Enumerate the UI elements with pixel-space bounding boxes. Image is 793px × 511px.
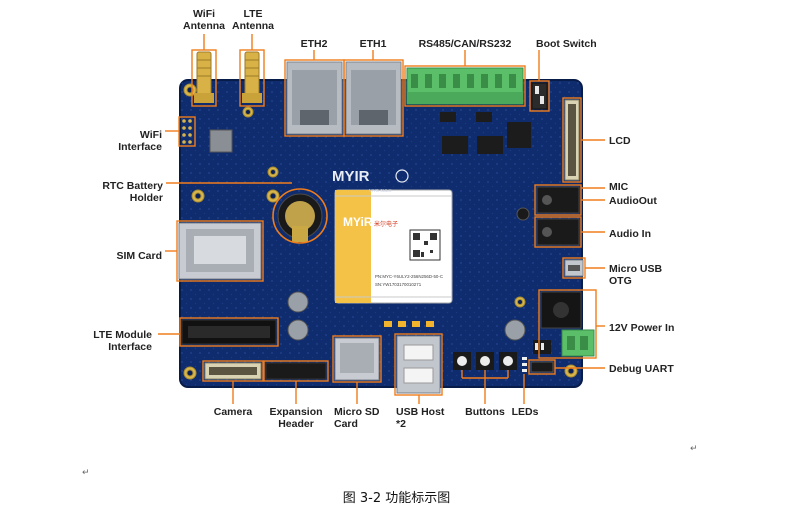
label-micro-usb-line1: Micro USB <box>609 263 663 275</box>
label-wifi-antenna-line1: WiFi <box>192 8 216 20</box>
eth2-jack <box>286 61 343 135</box>
label-camera: Camera <box>213 406 253 418</box>
terminal-block <box>406 67 524 105</box>
lte-module-slot <box>181 319 277 345</box>
label-wifi-interface-line1: WiFi <box>139 129 162 141</box>
label-lcd: LCD <box>609 135 631 147</box>
paragraph-mark-left: ↵ <box>82 468 90 478</box>
debug-uart-header <box>530 340 554 373</box>
paragraph-mark-right: ↵ <box>690 444 698 454</box>
usb-host-stack <box>396 335 441 394</box>
label-micro-sd-line1: Micro SD <box>334 406 380 418</box>
push-buttons <box>453 352 517 370</box>
label-wifi-interface-line2: Interface <box>118 141 162 153</box>
label-lte-module-line1: LTE Module <box>93 329 152 341</box>
camera-connector <box>204 362 262 380</box>
label-eth1: ETH1 <box>359 38 387 50</box>
label-rtc-battery: RTC Battery Holder <box>90 180 163 204</box>
label-boot-switch: Boot Switch <box>536 38 597 50</box>
label-wifi-interface: WiFi Interface <box>100 129 162 153</box>
silk-brand: MYIR <box>332 168 370 185</box>
label-debug-uart: Debug UART <box>609 363 674 375</box>
module-cn: 米尔电子 <box>374 220 398 228</box>
micro-usb-port <box>564 259 584 277</box>
label-wifi-antenna-line2: Antenna <box>183 20 225 32</box>
label-rtc-battery-line1: RTC Battery <box>102 180 163 192</box>
label-lte-antenna-line2: Antenna <box>232 20 274 32</box>
leds <box>522 357 527 372</box>
label-micro-usb: Micro USB OTG <box>609 263 662 287</box>
label-wifi-antenna: WiFi Antenna <box>178 8 230 32</box>
core-module <box>334 189 453 304</box>
label-mic: MIC <box>609 181 629 193</box>
silk-model: MYS-6ULX <box>369 188 392 193</box>
wifi-chip <box>209 129 233 153</box>
label-audio-out: AudioOut <box>609 195 657 207</box>
label-leds: LEDs <box>511 406 539 418</box>
wifi-antenna-connector <box>194 51 214 103</box>
board-emblem-icon <box>395 169 409 183</box>
module-pn: PN:MYC-Y6ULY2-256N256D-50-C <box>375 274 443 279</box>
label-12v-power: 12V Power In <box>609 322 675 334</box>
label-audio-in: Audio In <box>609 228 651 240</box>
micro-sd-slot <box>334 337 380 381</box>
sim-card-slot <box>178 222 262 280</box>
label-lte-module: LTE Module Interface <box>90 329 152 353</box>
label-buttons: Buttons <box>465 406 505 418</box>
label-micro-sd: Micro SD Card <box>334 406 380 430</box>
label-eth2: ETH2 <box>300 38 328 50</box>
label-micro-usb-line2: OTG <box>609 275 632 287</box>
lcd-connector <box>564 99 580 181</box>
audio-jacks <box>536 186 580 246</box>
electrolytic-capacitors <box>287 207 530 341</box>
label-lte-module-line2: Interface <box>108 341 152 353</box>
label-lte-antenna-line1: LTE <box>243 8 263 20</box>
label-micro-sd-line2: Card <box>334 418 358 430</box>
label-expansion-line1: Expansion <box>269 406 323 418</box>
label-expansion: Expansion Header <box>264 406 328 430</box>
rtc-highlight <box>272 188 328 244</box>
module-brand: MYiR <box>343 215 373 229</box>
upper-chips <box>440 112 531 154</box>
rtc-battery-holder <box>277 193 323 242</box>
label-rtc-battery-line2: Holder <box>129 192 163 204</box>
boot-switch <box>531 82 548 110</box>
module-sn: SN:YW1703170010271 <box>375 282 422 287</box>
label-usb-host: USB Host *2 <box>396 406 444 430</box>
yellow-capacitors <box>384 321 434 327</box>
dc-power-jack <box>540 291 595 357</box>
eth1-jack <box>345 61 402 135</box>
callout-lines <box>158 34 605 404</box>
label-rs485: RS485/CAN/RS232 <box>418 38 512 50</box>
label-expansion-line2: Header <box>278 418 314 430</box>
expansion-header <box>265 362 327 380</box>
figure-caption: 图 3-2 功能标示图 <box>342 491 451 506</box>
lte-antenna-connector <box>242 51 262 103</box>
label-sim-card: SIM Card <box>116 250 162 262</box>
wifi-interface-header <box>182 119 192 144</box>
label-usb-host-line2: *2 <box>396 418 406 430</box>
label-usb-host-line1: USB Host <box>396 406 445 418</box>
label-lte-antenna: LTE Antenna <box>231 8 275 32</box>
